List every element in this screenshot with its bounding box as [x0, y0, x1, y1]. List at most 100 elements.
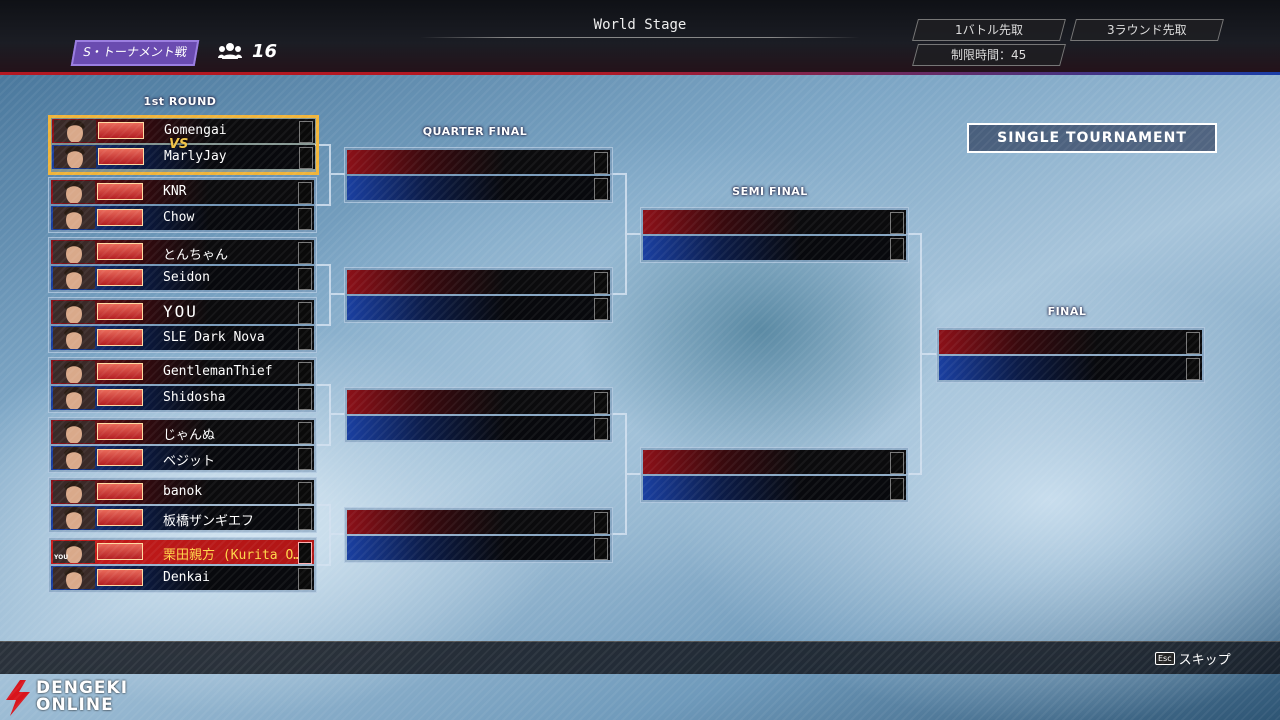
- fighter-portrait: [53, 327, 95, 349]
- match-r1-8[interactable]: YOU 栗田親方 (Kurita O… Denkai: [48, 537, 317, 593]
- score-box: [890, 238, 904, 260]
- rank-badge-icon: [97, 329, 143, 346]
- slot-r1-2-top[interactable]: KNR: [51, 180, 314, 204]
- rank-badge-icon: [97, 243, 143, 260]
- fighter-portrait: [54, 120, 96, 142]
- esc-key-icon: Esc: [1155, 652, 1175, 665]
- fighter-portrait: [53, 481, 95, 503]
- score-box: [298, 568, 312, 590]
- player-name: Seidon: [163, 270, 210, 285]
- match-qf-2[interactable]: [344, 267, 613, 323]
- player-name: GentlemanThief: [163, 364, 273, 379]
- rank-badge-icon: [97, 449, 143, 466]
- label-final: FINAL: [1047, 305, 1087, 318]
- rank-badge-icon: [97, 543, 143, 560]
- you-tag: YOU: [54, 554, 69, 561]
- score-box: [594, 512, 608, 534]
- score-box: [298, 448, 312, 470]
- rank-badge-icon: [97, 363, 143, 380]
- slot-r1-8-top-you[interactable]: YOU 栗田親方 (Kurita O…: [51, 540, 314, 564]
- fighter-portrait: [53, 387, 95, 409]
- slot-final-bottom: [939, 356, 1202, 380]
- match-r1-3[interactable]: とんちゃん Seidon: [48, 237, 317, 293]
- score-box: [594, 538, 608, 560]
- score-box: [298, 508, 312, 530]
- player-name: KNR: [163, 184, 187, 199]
- slot-r1-7-top[interactable]: banok: [51, 480, 314, 504]
- top-bar: World Stage S・トーナメント戦 16 1バトル先取 3ラウンド先取 …: [0, 0, 1280, 75]
- fighter-portrait: [53, 241, 95, 263]
- lightning-bolt-icon: [6, 680, 30, 716]
- slot-r1-1-top[interactable]: Gomengai: [52, 119, 315, 143]
- slot-sf-2-top: [643, 450, 906, 474]
- player-name: SLE Dark Nova: [163, 330, 265, 345]
- score-box: [1186, 358, 1200, 380]
- slot-r1-3-bottom[interactable]: Seidon: [51, 266, 314, 290]
- fighter-portrait: [53, 207, 95, 229]
- player-name: じゃんぬ: [163, 428, 216, 443]
- slot-r1-6-top[interactable]: じゃんぬ: [51, 420, 314, 444]
- slot-r1-5-top[interactable]: GentlemanThief: [51, 360, 314, 384]
- score-box: [298, 482, 312, 504]
- rank-badge-icon: [97, 389, 143, 406]
- slot-r1-8-bottom[interactable]: Denkai: [51, 566, 314, 590]
- slot-r1-6-bottom[interactable]: ベジット: [51, 446, 314, 470]
- slot-qf-2-bottom: [347, 296, 610, 320]
- vs-indicator: VS: [169, 137, 189, 152]
- score-box: [890, 452, 904, 474]
- player-name: ベジット: [163, 454, 216, 469]
- match-qf-3[interactable]: [344, 387, 613, 443]
- score-box: [299, 147, 313, 169]
- match-qf-1[interactable]: [344, 147, 613, 203]
- logo-text-line2: ONLINE: [36, 695, 114, 715]
- match-r1-7[interactable]: banok 板橋ザンギエフ: [48, 477, 317, 533]
- slot-r1-2-bottom[interactable]: Chow: [51, 206, 314, 230]
- rule-rounds: 3ラウンド先取: [1070, 19, 1224, 41]
- slot-r1-3-top[interactable]: とんちゃん: [51, 240, 314, 264]
- slot-qf-3-bottom: [347, 416, 610, 440]
- slot-r1-4-top[interactable]: YOU: [51, 300, 314, 324]
- fighter-portrait: [53, 267, 95, 289]
- slot-sf-2-bottom: [643, 476, 906, 500]
- score-box: [298, 328, 312, 350]
- players-icon: [218, 43, 242, 59]
- label-semi-final: SEMI FINAL: [732, 185, 808, 198]
- score-box: [298, 242, 312, 264]
- rank-badge-icon: [97, 303, 143, 320]
- score-box: [298, 182, 312, 204]
- skip-label: スキップ: [1178, 653, 1231, 668]
- slot-r1-5-bottom[interactable]: Shidosha: [51, 386, 314, 410]
- fighter-portrait: [53, 181, 95, 203]
- rank-badge-icon: [98, 148, 144, 165]
- fighter-portrait: [54, 146, 96, 168]
- skip-button[interactable]: Esc スキップ: [1155, 649, 1231, 668]
- match-r1-2[interactable]: KNR Chow: [48, 177, 317, 233]
- match-r1-6[interactable]: じゃんぬ ベジット: [48, 417, 317, 473]
- player-count-value: 16: [252, 40, 278, 62]
- tournament-type-badge: SINGLE TOURNAMENT: [967, 123, 1217, 153]
- match-final[interactable]: [936, 327, 1205, 383]
- score-box: [298, 208, 312, 230]
- match-r1-1[interactable]: Gomengai MarlyJay VS: [48, 115, 319, 175]
- player-name: YOU: [163, 302, 198, 321]
- match-sf-1[interactable]: [640, 207, 909, 263]
- match-r1-5[interactable]: GentlemanThief Shidosha: [48, 357, 317, 413]
- slot-final-top: [939, 330, 1202, 354]
- match-qf-4[interactable]: [344, 507, 613, 563]
- match-sf-2[interactable]: [640, 447, 909, 503]
- score-box: [594, 392, 608, 414]
- player-name: 板橋ザンギエフ: [163, 514, 255, 529]
- score-box: [298, 542, 312, 564]
- score-box: [298, 302, 312, 324]
- label-quarter-final: QUARTER FINAL: [422, 125, 528, 138]
- rank-badge-icon: [97, 183, 143, 200]
- slot-qf-4-top: [347, 510, 610, 534]
- slot-qf-1-top: [347, 150, 610, 174]
- slot-r1-1-bottom[interactable]: MarlyJay: [52, 145, 315, 169]
- match-r1-4[interactable]: YOU SLE Dark Nova: [48, 297, 317, 353]
- slot-r1-7-bottom[interactable]: 板橋ザンギエフ: [51, 506, 314, 530]
- slot-r1-4-bottom[interactable]: SLE Dark Nova: [51, 326, 314, 350]
- player-name: Chow: [163, 210, 195, 225]
- score-box: [594, 178, 608, 200]
